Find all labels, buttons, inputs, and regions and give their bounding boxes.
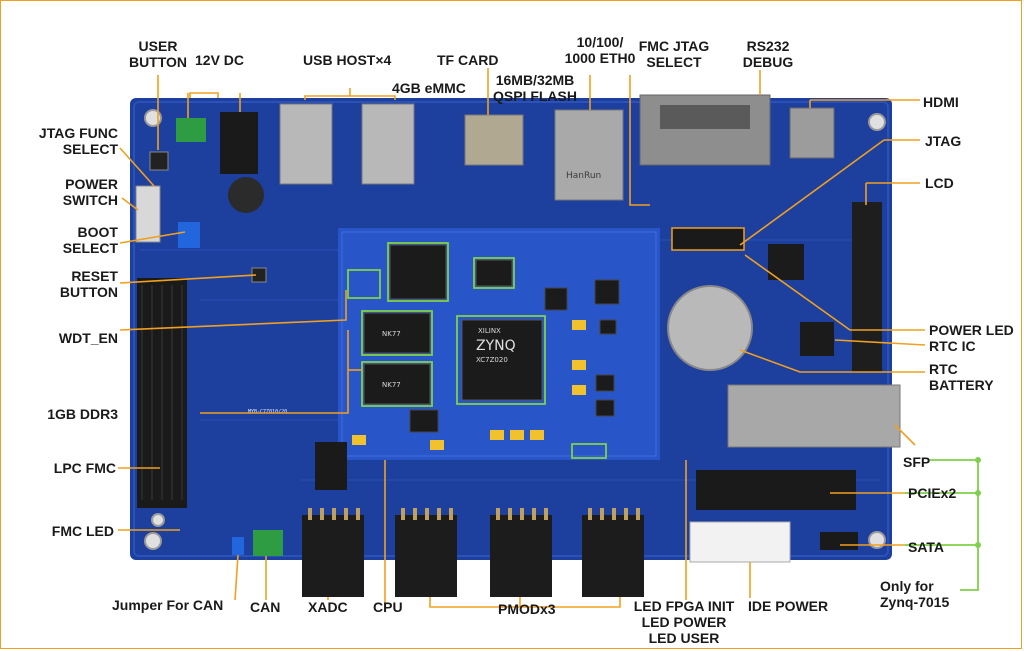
som-misc-chips xyxy=(409,279,620,433)
label-ethernet: 10/100/1000 ETH0 xyxy=(564,34,636,66)
label-sfp: SFP xyxy=(903,454,931,470)
lcd-connector-part xyxy=(852,202,882,372)
dc-jack-part xyxy=(220,112,258,174)
jtag-header-part xyxy=(671,227,745,251)
label-jumper-can: Jumper For CAN xyxy=(112,597,224,613)
callout-dots xyxy=(975,457,981,548)
can-terminal-part xyxy=(253,530,283,556)
electrolytic-cap xyxy=(228,177,264,213)
label-fmc-led: FMC LED xyxy=(51,523,114,539)
label-12v-dc: 12V DC xyxy=(195,52,245,68)
label-ide-power: IDE POWER xyxy=(748,598,829,614)
boot-select-part xyxy=(178,222,200,248)
usb-port-2 xyxy=(361,103,415,185)
sata-part xyxy=(820,532,858,550)
cpu-chip xyxy=(461,319,543,401)
hdmi-part xyxy=(789,107,835,159)
label-power-led: POWER LED xyxy=(929,322,1014,338)
label-emmc: 4GB eMMC xyxy=(392,80,466,96)
cpu-part-text: XC7Z020 xyxy=(476,356,508,364)
label-lcd: LCD xyxy=(925,175,954,191)
label-wdt-en: WDT_EN xyxy=(58,330,118,346)
cpu-brand-text: XILINX xyxy=(478,327,501,335)
board-name-silk: MYB-C7Z010/20 xyxy=(248,409,287,415)
label-can: CAN xyxy=(250,599,281,615)
user-button-part xyxy=(149,151,169,171)
ddr3-chip-1 xyxy=(363,312,431,354)
callout-lines xyxy=(118,68,926,610)
label-lpc-fmc: LPC FMC xyxy=(53,460,116,476)
power-switch-part xyxy=(135,185,161,243)
qspi-chip xyxy=(475,259,513,287)
ddr3-chip-2 xyxy=(363,363,431,405)
label-cpu: CPU xyxy=(373,599,403,615)
label-xadc: XADC xyxy=(308,599,348,615)
som-capacitors xyxy=(352,320,586,450)
usb-port-1 xyxy=(279,103,333,185)
pmod-header-2 xyxy=(490,515,552,597)
green-highlights xyxy=(347,242,607,459)
label-jtag: JTAG xyxy=(925,133,962,149)
mounting-holes xyxy=(144,109,886,550)
som-black-block xyxy=(315,442,347,490)
hdmi-chip-part xyxy=(768,244,804,280)
label-pmod: PMODx3 xyxy=(498,601,556,617)
ddr3-text-2: NK77 xyxy=(382,381,401,389)
label-pcie: PCIEx2 xyxy=(908,485,957,501)
zynq7015-brace xyxy=(905,459,979,591)
label-tf-card: TF CARD xyxy=(437,52,499,68)
pmod-header-1 xyxy=(395,515,457,597)
ddr3-text-1: NK77 xyxy=(382,330,401,338)
label-hdmi: HDMI xyxy=(923,94,959,110)
ethernet-part xyxy=(554,109,624,201)
eth-brand-text: HanRun xyxy=(566,171,601,181)
tf-card-part xyxy=(464,114,524,166)
label-rtc-ic: RTC IC xyxy=(929,338,976,354)
header-pins xyxy=(308,508,640,520)
xadc-header xyxy=(302,515,364,597)
emmc-chip xyxy=(389,244,447,300)
pmod-header-3 xyxy=(582,515,644,597)
sfp-cage-part xyxy=(727,384,901,448)
rtc-ic-part xyxy=(800,322,834,356)
pcie-slot-part xyxy=(696,470,856,510)
rtc-battery-part xyxy=(667,285,753,371)
ide-power-part xyxy=(689,521,791,563)
cpu-name-text: ZYNQ xyxy=(476,338,516,354)
dc-terminal-part xyxy=(176,118,206,142)
label-sata: SATA xyxy=(908,539,945,555)
label-ddr3: 1GB DDR3 xyxy=(47,406,118,422)
can-jumper-part xyxy=(232,537,244,555)
lpc-fmc-pins xyxy=(141,285,183,500)
label-usb-host: USB HOST×4 xyxy=(303,52,392,68)
